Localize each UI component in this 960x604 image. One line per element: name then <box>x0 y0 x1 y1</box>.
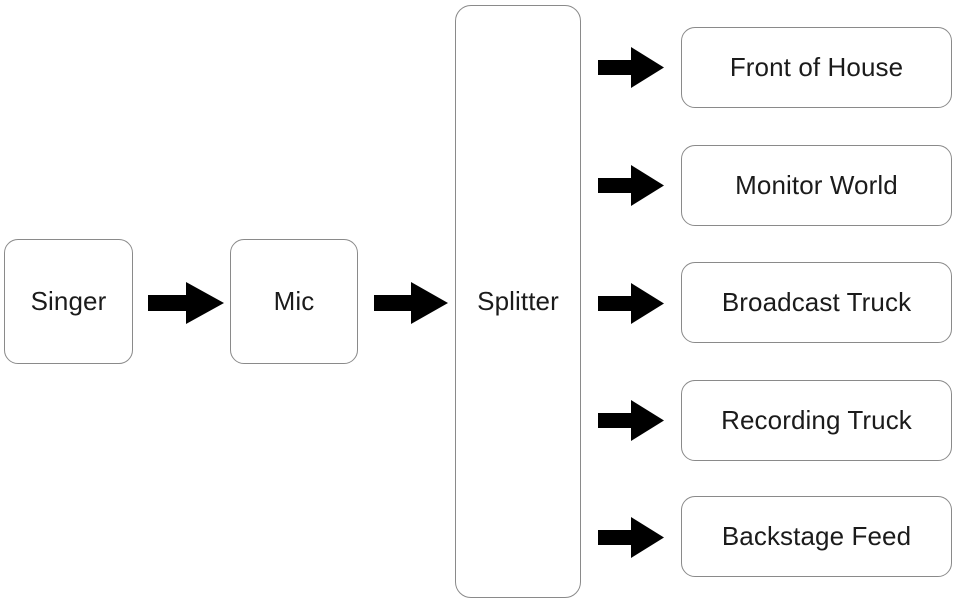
node-splitter-label: Splitter <box>477 286 559 317</box>
node-output-monitor-world[interactable]: Monitor World <box>681 145 952 226</box>
node-output-front-of-house[interactable]: Front of House <box>681 27 952 108</box>
arrow-mic-to-splitter <box>374 282 448 324</box>
node-output-backstage-feed[interactable]: Backstage Feed <box>681 496 952 577</box>
node-output-label: Recording Truck <box>721 405 912 436</box>
arrow-splitter-to-output-2 <box>598 165 664 206</box>
arrow-splitter-to-output-1 <box>598 47 664 88</box>
node-output-broadcast-truck[interactable]: Broadcast Truck <box>681 262 952 343</box>
arrow-splitter-to-output-4 <box>598 400 664 441</box>
node-output-label: Front of House <box>729 52 904 83</box>
node-mic-label: Mic <box>273 286 315 317</box>
node-output-label: Broadcast Truck <box>721 287 912 318</box>
node-splitter[interactable]: Splitter <box>455 5 581 598</box>
arrow-splitter-to-output-5 <box>598 517 664 558</box>
arrow-singer-to-mic <box>148 282 224 324</box>
node-output-label: Monitor World <box>735 170 898 201</box>
node-output-recording-truck[interactable]: Recording Truck <box>681 380 952 461</box>
node-mic[interactable]: Mic <box>230 239 358 364</box>
arrow-splitter-to-output-3 <box>598 283 664 324</box>
node-singer[interactable]: Singer <box>4 239 133 364</box>
node-singer-label: Singer <box>30 286 107 317</box>
node-output-label: Backstage Feed <box>721 521 912 552</box>
